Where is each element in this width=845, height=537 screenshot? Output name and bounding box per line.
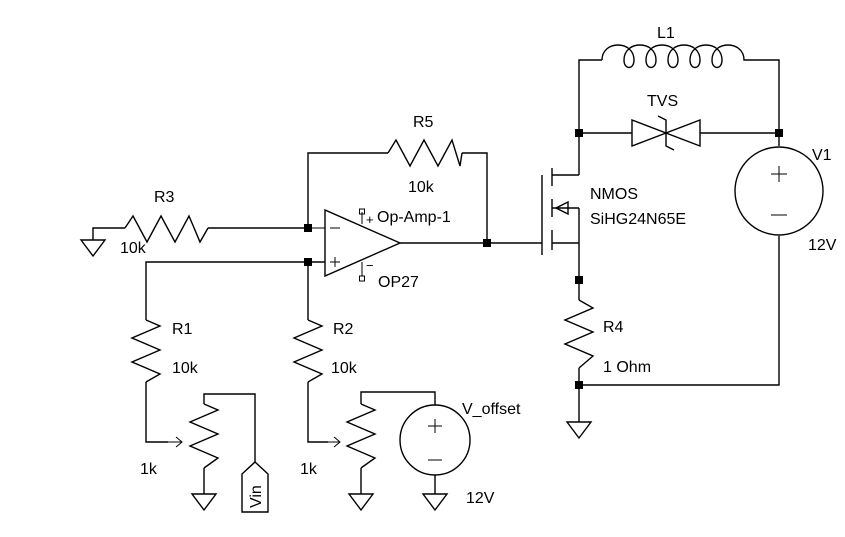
wire-l1-v1 [760,59,780,133]
resistor-r3 [124,214,209,244]
ground-voffset [421,493,449,512]
r3-name: R3 [154,189,175,206]
opamp-plus-supply: + [366,212,374,227]
node-ground [575,381,583,389]
nmos-model: SiHG24N65E [590,211,686,228]
v1-value: 12V [808,237,837,254]
r5-name: R5 [413,114,434,131]
v1-name: V1 [812,147,832,164]
wire-r1-pot1 [145,382,168,443]
nmos-transistor [541,168,580,255]
wire-pot1-vin [203,393,256,462]
wire-r2-pot2 [307,382,328,443]
inductor-l1 [601,44,760,69]
pot2-value: 1k [300,461,318,478]
junction-nodes [304,129,783,389]
potentiometer-1 [168,403,220,469]
r1-value: 10k [172,360,199,377]
l1-name: L1 [657,25,675,42]
ground-pot1 [190,493,218,512]
labels: R3 10k R5 10k Op-Amp-1 OP27 NMOS SiHG24N… [120,25,837,507]
voltage-source-voffset [399,404,471,476]
resistor-r5 [387,138,463,168]
potentiometer-2 [328,403,377,469]
wire-v1-bottom [579,236,780,386]
opamp-minus-supply: − [366,258,374,273]
nmos-name: NMOS [590,186,638,203]
ground-main [565,421,593,440]
node-drain [575,129,583,137]
opamp-name: Op-Amp-1 [377,209,451,226]
r1-name: R1 [172,321,193,338]
r4-value: 1 Ohm [603,359,651,376]
wire-noninv-r1 [145,261,325,320]
wires [92,59,780,494]
op-amp: + − [308,208,402,282]
node-source [575,276,583,284]
voffset-value: 12V [466,490,495,507]
vin-port: Vin [241,461,269,513]
tvs-name: TVS [647,93,678,110]
resistor-r2 [292,319,324,383]
wire-feedback-right [462,152,488,243]
r2-name: R2 [333,321,354,338]
ground-symbols [79,239,593,512]
ground-r3 [79,239,107,258]
voltage-source-v1 [734,146,824,236]
resistor-r1 [130,319,162,383]
ground-pot2 [347,493,375,512]
opamp-model: OP27 [378,274,419,291]
wire-feedback-left [307,152,388,228]
tvs-diode [631,115,701,151]
voffset-name: V_offset [462,401,521,418]
r2-value: 10k [331,360,358,377]
wire-drain-l1 [578,59,602,175]
wire-r3-ground [92,227,125,240]
vin-label: Vin [248,485,265,508]
r3-value: 10k [120,240,147,257]
resistor-r4 [563,299,595,369]
r5-value: 10k [408,179,435,196]
wire-pot2-voffset [360,391,436,405]
node-v1-top [775,129,783,137]
r4-name: R4 [603,319,624,336]
node-output [483,239,491,247]
pot1-value: 1k [140,461,158,478]
